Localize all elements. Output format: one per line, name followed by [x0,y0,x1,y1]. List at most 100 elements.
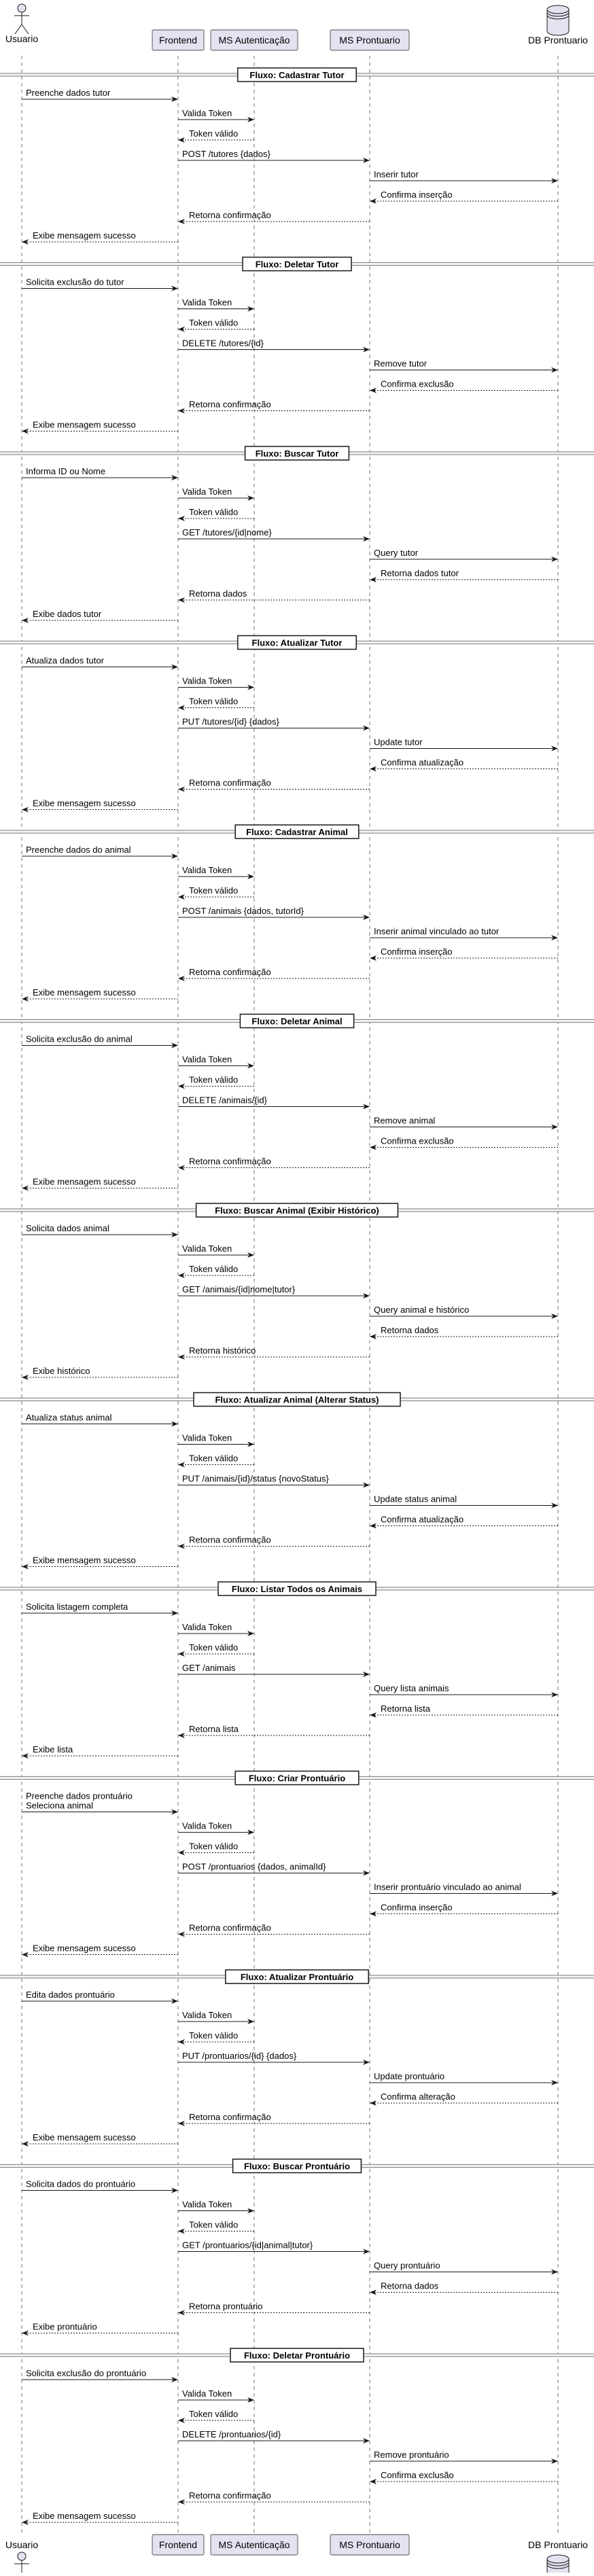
message-arrow: Retorna lista [370,1704,558,1718]
message-arrow: Query lista animais [370,1683,558,1697]
message-label: Valida Token [182,108,232,118]
participant-usuario-top: Usuario [5,3,38,44]
flow-title: Fluxo: Deletar Animal [251,1017,342,1027]
message-label: Informa ID ou Nome [26,466,105,476]
message-label: Valida Token [182,2388,232,2399]
participant-box [330,2534,410,2556]
database-icon [546,5,570,36]
message-label: Exibe histórico [33,1366,90,1376]
participant-db-top: DB Prontuario [528,5,588,46]
message-arrow: Confirma inserção [370,190,558,204]
message-label: Inserir prontuário vinculado ao animal [374,1882,521,1892]
message-arrow: Exibe prontuário [22,2322,178,2336]
message-label: Inserir animal vinculado ao tutor [374,926,500,936]
message-arrow: Edita dados prontuário [22,1990,178,2004]
message-arrow: Valida Token [178,1622,254,1636]
message-label: POST /animais {dados, tutorId} [182,906,304,916]
message-arrow: Retorna confirmação [178,1157,370,1171]
message-arrow: Exibe mensagem sucesso [22,230,178,245]
message-label: Seleciona animal [26,1801,93,1811]
message-label: Remove animal [374,1116,435,1126]
message-label: Retorna confirmação [189,1535,271,1545]
flow-title: Fluxo: Atualizar Animal (Alterar Status) [215,1395,379,1405]
message-arrow: Exibe lista [22,1744,178,1759]
participant-label: Frontend [159,35,197,46]
flow-title: Fluxo: Buscar Animal (Exibir Histórico) [215,1205,379,1216]
participant-label: Frontend [159,2539,197,2550]
message-label: GET /tutores/{id|nome} [182,527,272,537]
message-arrow: Valida Token [178,2388,254,2403]
message-label: Exibe lista [33,1744,73,1754]
participant-label: MS Prontuario [339,2539,400,2550]
message-label: GET /prontuarios/{id|animal|tutor} [182,2240,313,2251]
message-arrow: Remove tutor [370,359,558,373]
participant-label: Usuario [5,33,38,44]
flow-title-box [195,1203,399,1218]
message-label: Query tutor [374,548,419,558]
message-label: GET /animais [182,1663,236,1673]
message-arrow: Query animal e histórico [370,1305,558,1319]
message-label: Preenche dados tutor [26,88,111,98]
message-arrow: Token válido [178,696,254,711]
message-label: Edita dados prontuário [26,1990,115,2000]
message-arrow: Token válido [178,2030,254,2045]
message-label: Query lista animais [374,1683,449,1693]
message-arrow: Retorna confirmação [178,1923,370,1937]
message-label: Token válido [189,696,238,707]
message-label: Exibe mensagem sucesso [33,987,136,998]
participant-pront-bottom: MS Prontuario [330,2534,410,2556]
message-label: Retorna dados [381,1325,439,1335]
message-arrow: Retorna confirmação [178,967,370,981]
flow-title: Fluxo: Deletar Tutor [256,260,339,270]
message-arrow: Token válido [178,128,254,143]
message-arrow: Exibe mensagem sucesso [22,1555,178,1570]
message-arrow: Confirma alteração [370,2092,558,2106]
message-arrow: Exibe dados tutor [22,609,178,623]
message-arrow: Retorna confirmação [178,1535,370,1549]
message-label: Retorna confirmação [189,778,271,788]
message-label: DELETE /tutores/{id} [182,338,264,349]
message-label: Preenche dados do animal [26,845,131,855]
message-arrow: Token válido [178,1642,254,1657]
message-arrow: PUT /tutores/{id} {dados} [178,717,370,731]
message-label: Solicita exclusão do prontuário [26,2368,146,2378]
message-label: Atualiza dados tutor [26,656,105,666]
message-label: Valida Token [182,1243,232,1254]
message-arrow: POST /animais {dados, tutorId} [178,906,370,920]
participant-box [330,29,410,51]
message-label: Update status animal [374,1494,457,1504]
message-arrow: Retorna confirmação [178,210,370,224]
participant-auth-bottom: MS Autenticação [210,2534,298,2556]
flow-title-box [232,2158,362,2174]
message-arrow: Retorna confirmação [178,400,370,414]
message-arrow: GET /tutores/{id|nome} [178,527,370,542]
message-arrow: Solicita exclusão do prontuário [22,2368,178,2382]
message-label: Retorna prontuário [189,2301,262,2312]
flow-title-box [234,824,360,839]
message-arrow: Token válido [178,1264,254,1278]
message-label: Valida Token [182,1055,232,1065]
message-arrow: Valida Token [178,865,254,879]
message-label: Token válido [189,1264,238,1274]
message-arrow: Confirma exclusão [370,1136,558,1150]
flow-title-box [242,256,352,272]
message-arrow: Confirma exclusão [370,379,558,393]
message-label: Retorna histórico [189,1345,256,1356]
message-label: Token válido [189,2220,238,2230]
message-label: POST /prontuarios {dados, animalId} [182,1862,326,1872]
message-arrow: Solicita dados animal [22,1223,178,1237]
message-label: Retorna dados [381,2281,439,2291]
message-label: Confirma inserção [381,947,453,957]
flow-title: Fluxo: Atualizar Tutor [252,638,343,648]
message-arrow: Exibe mensagem sucesso [22,2132,178,2147]
message-label: Exibe mensagem sucesso [33,2132,136,2142]
message-arrow: Retorna dados [178,588,370,603]
participant-box [152,29,205,51]
message-arrow: Retorna dados [370,2281,558,2295]
flow-title-box [225,1969,369,1984]
message-arrow: Solicita listagem completa [22,1602,178,1616]
